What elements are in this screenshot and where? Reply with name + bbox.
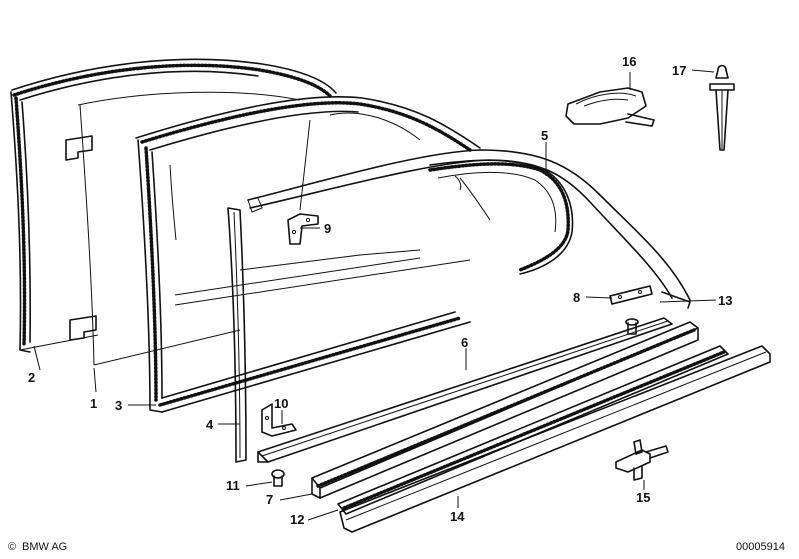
part-17-rivet <box>709 64 735 151</box>
callout-7: 7 <box>266 492 273 507</box>
part-15-clip <box>615 439 669 481</box>
callout-1: 1 <box>90 396 97 411</box>
part-10-bracket <box>261 403 297 437</box>
callout-2: 2 <box>28 370 35 385</box>
part-1-window-glass <box>77 91 301 366</box>
callout-5: 5 <box>541 128 548 143</box>
copyright-symbol: © <box>8 541 16 553</box>
callout-6: 6 <box>461 335 468 350</box>
window-opening <box>169 112 471 306</box>
drawing-number: 00005914 <box>736 541 785 553</box>
part-11-screw <box>271 469 285 487</box>
callout-12: 12 <box>290 512 304 527</box>
leader-lines <box>33 69 717 521</box>
callout-15: 15 <box>636 490 650 505</box>
part-2-window-seal <box>10 58 337 353</box>
part-6-window-channel <box>257 317 673 463</box>
callout-10: 10 <box>274 396 288 411</box>
part-8-clip <box>609 285 653 305</box>
part-14-rocker-moulding <box>339 345 771 533</box>
part-4-pillar-trim <box>227 207 247 463</box>
part-5-upper-trim <box>247 149 691 309</box>
callout-3: 3 <box>115 398 122 413</box>
brand-label: BMW AG <box>22 541 67 553</box>
footer: © BMW AG 00005914 <box>8 541 785 553</box>
part-3-frame-seal <box>135 96 481 413</box>
callout-17: 17 <box>672 63 686 78</box>
callout-9: 9 <box>324 221 331 236</box>
callout-numbers: 1 2 3 4 5 6 7 8 9 10 11 12 13 14 15 16 1… <box>28 54 732 527</box>
callout-11: 11 <box>226 478 240 493</box>
part-16-cover <box>565 87 655 127</box>
part-9-bracket <box>287 213 319 245</box>
part-13-pin <box>625 318 639 335</box>
callout-8: 8 <box>573 290 580 305</box>
callout-4: 4 <box>206 417 214 432</box>
callout-14: 14 <box>450 509 465 524</box>
callout-13: 13 <box>718 293 732 308</box>
part-7-sill-strip <box>311 321 699 499</box>
callout-16: 16 <box>622 54 636 69</box>
